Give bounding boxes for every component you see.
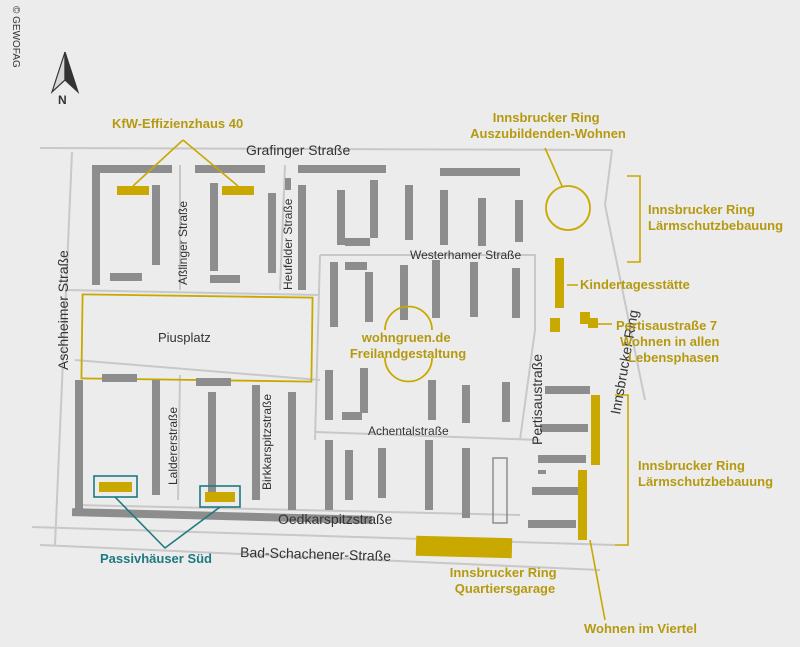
piusplatz-label: Piusplatz [158, 330, 211, 345]
new-buildings [99, 186, 600, 559]
label-viertel: Wohnen im Viertel [584, 621, 697, 636]
label-laerm-north: Innsbrucker Ring Lärmschutzbebauung [648, 202, 783, 233]
label-freiland: wohngruen.de Freilandgestaltung [350, 330, 466, 361]
label-kfw: KfW-Effizienzhaus 40 [112, 116, 243, 131]
label-laerm-south: Innsbrucker Ring Lärmschutzbebauung [638, 458, 773, 489]
road-network [31, 147, 646, 571]
street-achental: Achentalstraße [368, 424, 449, 438]
street-pertisau: Pertisaustraße [529, 354, 545, 445]
street-aschheimer: Aschheimer Straße [55, 250, 71, 370]
street-westerhamer: Westerhamer Straße [410, 248, 521, 262]
azubi-circle [545, 185, 591, 231]
leader-lines [114, 139, 641, 621]
street-lalderer: Laldererstraße [166, 407, 180, 485]
street-grafinger: Grafinger Straße [246, 142, 350, 158]
label-kita: Kindertagesstätte [580, 277, 690, 292]
street-bad-schachener: Bad-Schachener-Straße [240, 544, 392, 564]
label-garage: Innsbrucker Ring Quartiersgarage [450, 565, 561, 596]
copyright-text: © GEWOFAG [10, 6, 21, 68]
freiland-circle [384, 305, 433, 383]
street-oedkarspitz: Oedkarspitzstraße [278, 511, 393, 527]
label-azubi: Innsbrucker Ring Auszubildenden-Wohnen [470, 110, 626, 141]
street-asslinger: Aßlinger Straße [176, 201, 190, 285]
existing-buildings [71, 165, 590, 528]
street-birkkarspitz: Birkkarspitzstraße [260, 394, 274, 490]
label-passiv: Passivhäuser Süd [100, 551, 212, 566]
north-arrow-icon: N [50, 51, 80, 107]
north-label: N [58, 93, 67, 107]
street-heufelder: Heufelder Straße [281, 198, 295, 290]
label-pertisau7: Pertisaustraße 7 Wohnen in allen Lebensp… [616, 318, 723, 365]
